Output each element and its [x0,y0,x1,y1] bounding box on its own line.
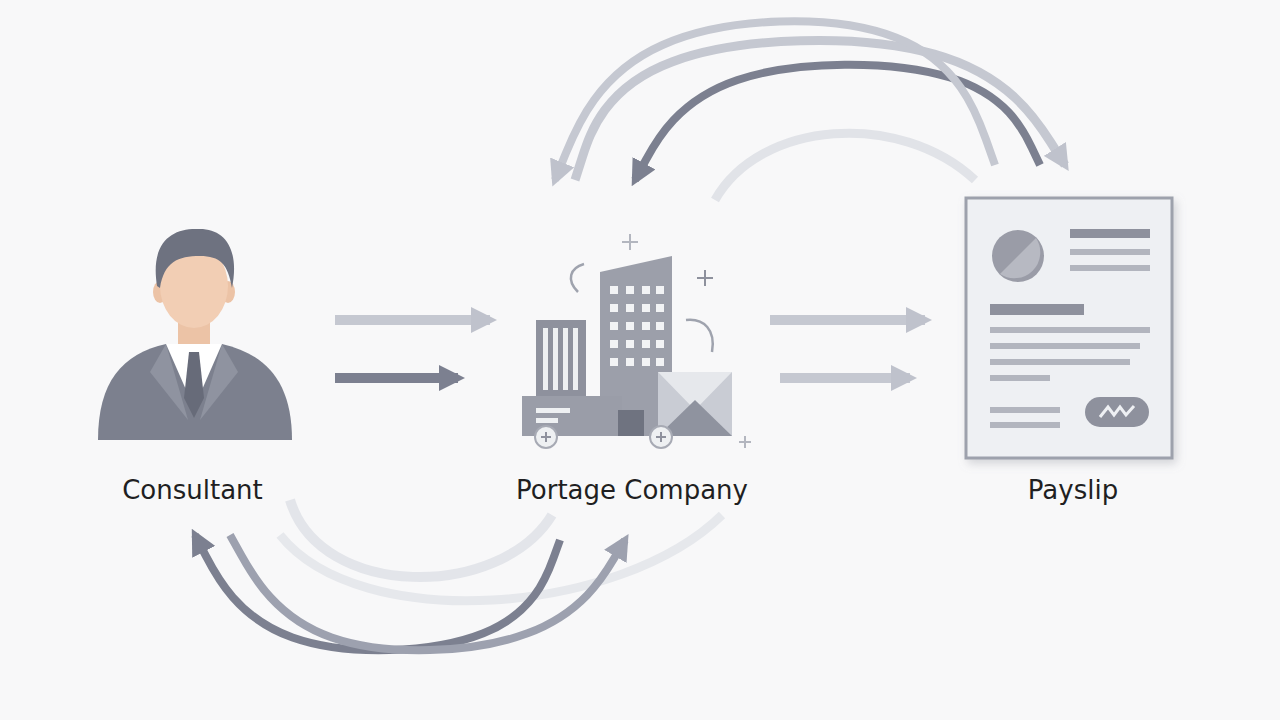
icon-node: Portage Company [490,180,770,540]
flow-arrow [575,40,1065,180]
stripe [553,328,558,390]
flow-arrow [780,373,910,383]
flow-arrow [195,535,560,650]
avatar-shade [1000,238,1040,278]
text-line [990,327,1150,333]
window [656,358,664,366]
decor-arc [280,515,722,601]
window [610,322,618,330]
text-line [990,343,1140,349]
document-icon [966,198,1172,458]
window [626,286,634,294]
suit [98,344,292,440]
node-label: Portage Company [492,472,772,508]
stripe [573,328,578,390]
text-line [990,375,1050,381]
stripe [563,328,568,390]
window [642,358,650,366]
text-line [1070,229,1150,238]
window [642,322,650,330]
text-line [990,407,1060,413]
sign [536,418,558,423]
plus-sign [656,432,666,442]
window [642,286,650,294]
icon-node: Consultant [90,225,335,535]
text-line [990,359,1130,365]
icon-node: Payslip [925,165,1185,510]
window [626,322,634,330]
payslip-sheet [966,198,1172,458]
sparkle [739,436,751,448]
sparkle [697,270,713,286]
stripe [543,328,548,390]
window [626,304,634,312]
pill-button [1085,397,1149,427]
window [642,304,650,312]
window [642,340,650,348]
plus-badge [535,426,557,448]
flow-arrow [230,535,625,650]
window [610,304,618,312]
window [656,340,664,348]
node-label: Payslip [943,472,1203,508]
avatar-circle [992,230,1044,282]
hair [156,229,234,288]
window [610,286,618,294]
sign [536,408,570,413]
node-label: Consultant [70,472,315,508]
decor-arc [686,320,713,352]
decor-arc [715,133,975,200]
window [656,304,664,312]
stripes [543,328,578,390]
door [618,410,644,436]
window [656,286,664,294]
window [626,340,634,348]
window [610,340,618,348]
plus-badge [650,426,672,448]
building-icon [522,234,751,448]
windows [610,286,664,366]
plus-sign [541,432,551,442]
flow-arrow [770,315,925,325]
flow-arrow [335,373,458,383]
text-line [1070,265,1150,271]
window [610,358,618,366]
window [656,322,664,330]
signature-zigzag [1100,406,1134,417]
envelope-box [658,372,732,436]
sparkle [622,234,638,250]
tie [184,352,204,418]
text-line [990,304,1084,315]
decor-arc [571,264,584,292]
flow-arrow [555,21,995,180]
window [626,358,634,366]
flow-arrow [635,65,1040,180]
person-icon [98,229,292,440]
text-line [1070,249,1150,255]
text-line [990,422,1060,428]
decor-arc [290,500,552,577]
flow-arrow [335,315,490,325]
